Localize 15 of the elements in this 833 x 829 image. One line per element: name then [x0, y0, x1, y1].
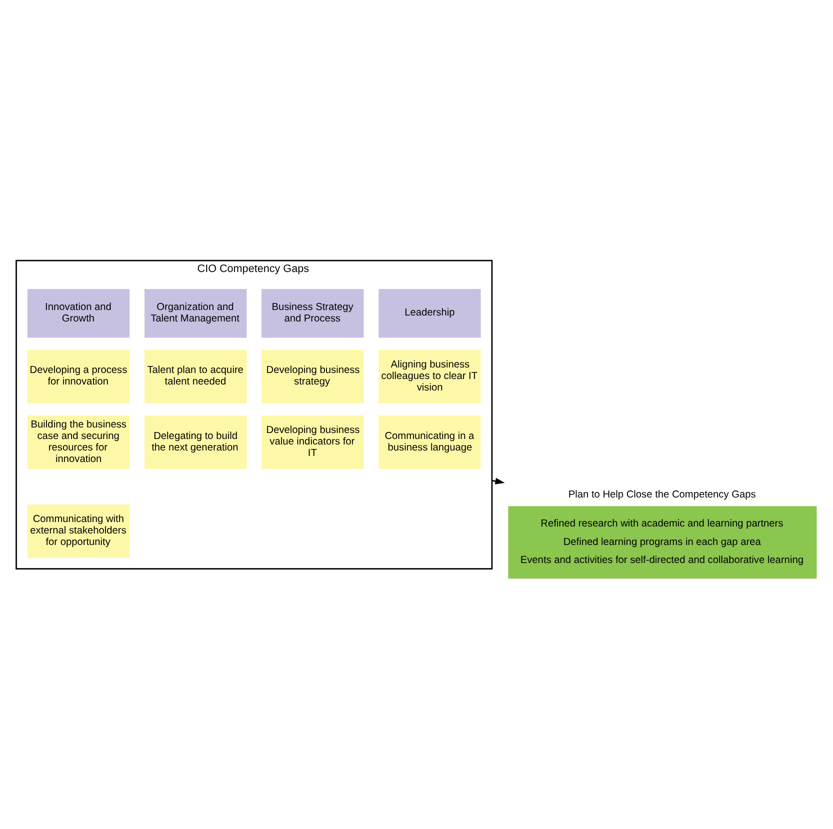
node-box: Developing business strategy: [262, 349, 364, 403]
node-box: Innovation and Growth: [27, 288, 130, 338]
node-box: Refined research with academic and learning partners Defined learning programs in each gap area Events and activities for self-directed and collaborative learning: [508, 506, 817, 578]
node-label: Plan to Help Close the Competency Gaps: [568, 488, 756, 500]
node-box: Communicating in a business language: [378, 415, 481, 468]
node-box: Leadership: [378, 288, 481, 338]
node-box: Organization and Talent Management: [144, 288, 247, 338]
node-box: Developing a process for innovation: [27, 349, 130, 403]
node-box: Communicating with external stakeholders for opportunity: [27, 504, 130, 558]
node-box: Building the business case and securing resources for innovation: [27, 415, 130, 468]
node-box: Delegating to build the next generation: [144, 415, 247, 468]
node-box: Developing business value indicators for IT: [262, 415, 364, 468]
node-box: Business Strategy and Process: [262, 288, 364, 338]
node-box: Aligning business colleagues to clear IT vision: [378, 349, 481, 403]
node-box: Talent plan to acquire talent needed: [144, 349, 247, 403]
